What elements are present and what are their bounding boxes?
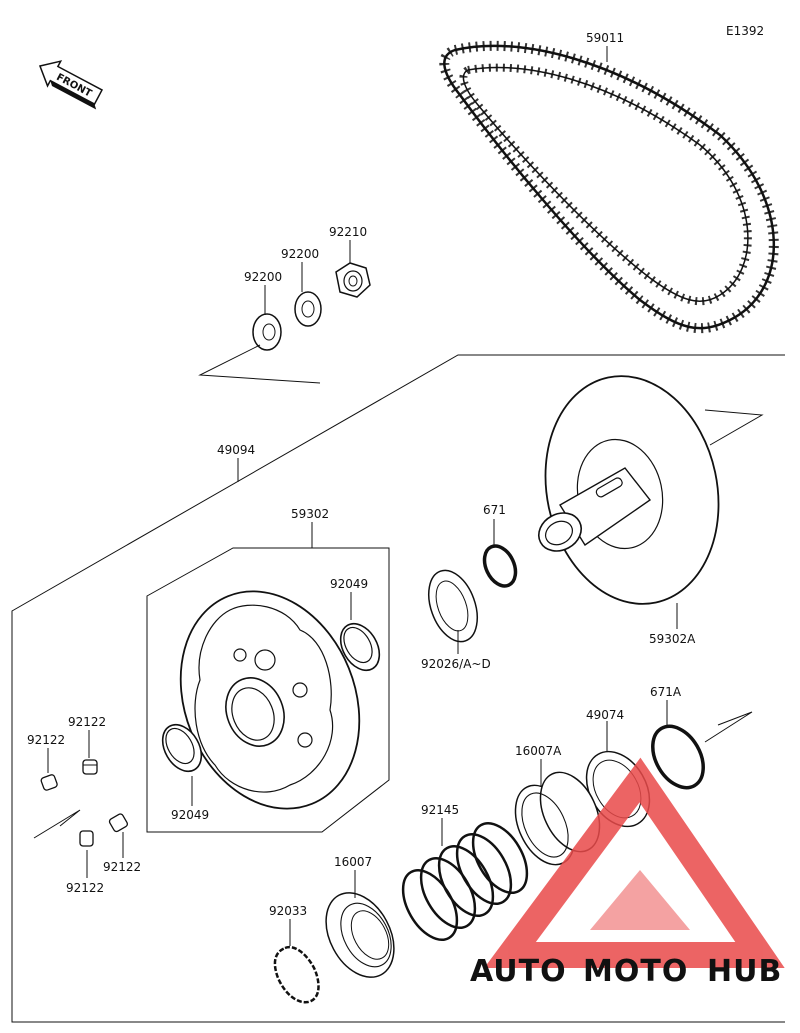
leader-movable-sheave bbox=[704, 409, 764, 446]
watermark-logo bbox=[484, 757, 785, 968]
label-92049-upper: 92049 bbox=[330, 577, 368, 591]
assembly-frame bbox=[11, 354, 785, 1023]
watermark-hub: HUB bbox=[707, 954, 782, 989]
washer-92200-upper bbox=[294, 291, 322, 327]
leader-671A bbox=[704, 711, 753, 743]
movable-sheave bbox=[538, 375, 720, 605]
shim-92026 bbox=[428, 569, 478, 643]
label-92026: 92026/A~D bbox=[421, 657, 491, 671]
label-92210: 92210 bbox=[329, 225, 367, 239]
label-92145: 92145 bbox=[421, 803, 459, 817]
label-49094: 49094 bbox=[217, 443, 255, 457]
label-16007: 16007 bbox=[334, 855, 372, 869]
leader-washer-stack bbox=[198, 344, 321, 384]
pin-92122-d bbox=[79, 830, 94, 847]
pin-92122-a bbox=[82, 759, 98, 775]
label-59302A: 59302A bbox=[649, 632, 696, 646]
bearing-92049-lower bbox=[161, 723, 203, 773]
label-92122-c: 92122 bbox=[103, 860, 141, 874]
label-92200-lower: 92200 bbox=[244, 270, 282, 284]
label-92122-a: 92122 bbox=[68, 715, 106, 729]
label-92122-d: 92122 bbox=[66, 881, 104, 895]
label-92033: 92033 bbox=[269, 904, 307, 918]
washer-92200-lower bbox=[252, 313, 282, 351]
fixed-sheave-frame bbox=[146, 547, 390, 833]
label-59302: 59302 bbox=[291, 507, 329, 521]
drive-belt bbox=[439, 40, 779, 334]
fixed-sheave bbox=[179, 590, 361, 810]
oring-671 bbox=[482, 544, 518, 588]
diagram-code: E1392 bbox=[726, 24, 764, 38]
label-671A: 671A bbox=[650, 685, 682, 699]
label-92049-lower: 92049 bbox=[171, 808, 209, 822]
snap-ring-92033 bbox=[273, 945, 320, 1004]
watermark-moto: MOTO bbox=[583, 954, 688, 989]
spring-92145 bbox=[401, 822, 529, 941]
cam-16007A bbox=[514, 771, 601, 866]
watermark-auto: AUTO bbox=[470, 954, 567, 989]
front-arrow-icon: FRONT bbox=[38, 60, 104, 110]
pin-92122-b bbox=[40, 774, 58, 791]
label-671: 671 bbox=[483, 503, 506, 517]
label-92200-upper: 92200 bbox=[281, 247, 319, 261]
cam-16007 bbox=[325, 892, 395, 978]
label-49074: 49074 bbox=[586, 708, 624, 722]
oring-671A bbox=[651, 724, 705, 790]
label-59011: 59011 bbox=[586, 31, 624, 45]
pin-92122-c bbox=[108, 813, 128, 833]
label-16007A: 16007A bbox=[515, 744, 562, 758]
nut-92210 bbox=[335, 262, 371, 298]
bearing-92049-upper bbox=[339, 622, 381, 672]
leader-pins bbox=[33, 809, 81, 839]
label-92122-b: 92122 bbox=[27, 733, 65, 747]
